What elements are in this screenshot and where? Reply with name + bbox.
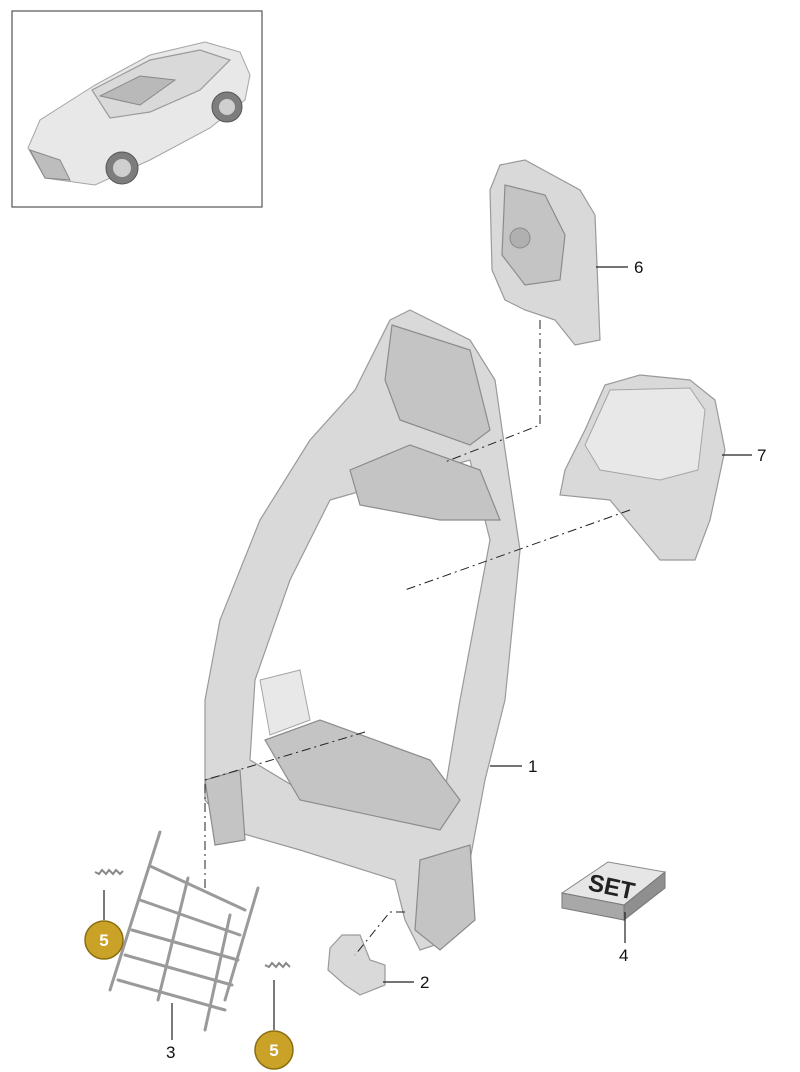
vehicle-thumbnail <box>11 10 263 208</box>
rear-cover-panel <box>559 374 726 561</box>
badge-5-left-label: 5 <box>99 931 108 950</box>
backrest-frame <box>204 309 521 951</box>
callout-1: 1 <box>528 757 537 776</box>
badge-5-right[interactable]: 5 <box>254 1030 294 1070</box>
callout-2: 2 <box>420 973 429 992</box>
badge-5-right-label: 5 <box>269 1041 278 1060</box>
callout-6: 6 <box>634 258 643 277</box>
assembly-lines <box>204 320 631 956</box>
tension-spring-left <box>94 868 124 876</box>
upper-back-shell <box>489 159 601 346</box>
leader-lines <box>103 266 752 1040</box>
callout-4: 4 <box>619 946 628 965</box>
tension-spring-right <box>264 961 291 969</box>
callout-7: 7 <box>757 446 766 465</box>
hinge-bracket <box>327 934 386 996</box>
callout-3: 3 <box>166 1043 175 1062</box>
badge-5-left[interactable]: 5 <box>84 920 124 960</box>
spring-mat <box>108 830 260 1032</box>
set-kit-box: SET <box>560 861 667 922</box>
